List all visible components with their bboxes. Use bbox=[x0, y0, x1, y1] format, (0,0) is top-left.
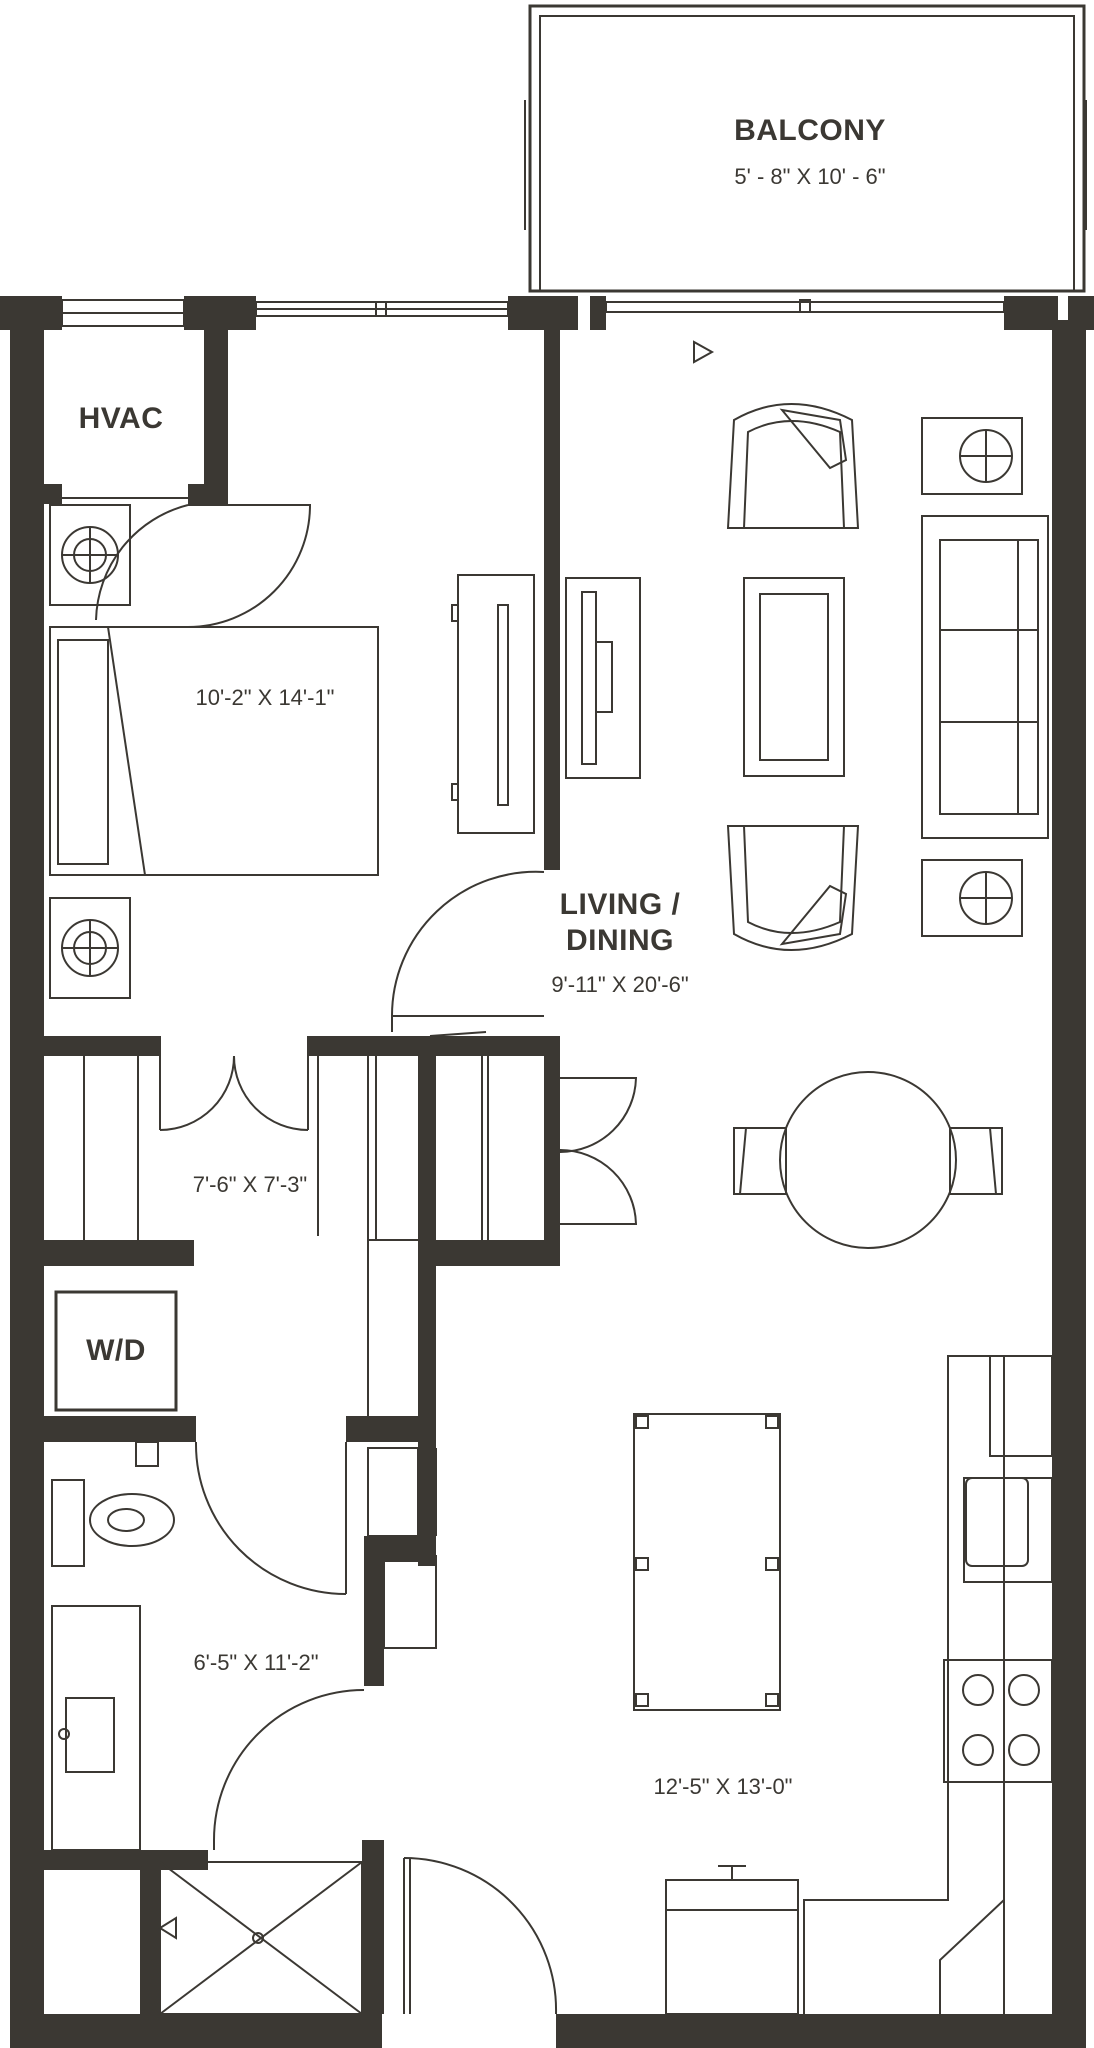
hvac-room bbox=[49, 497, 312, 628]
balcony-name: BALCONY bbox=[734, 114, 886, 147]
hvac-name: HVAC bbox=[79, 402, 164, 435]
living-name-line1: LIVING / bbox=[560, 888, 681, 921]
bath bbox=[51, 1447, 437, 2015]
bedroom bbox=[49, 574, 545, 1032]
living-dimensions: 9'-11" X 20'-6" bbox=[551, 972, 688, 997]
closet-dimensions: 7'-6" X 7'-3" bbox=[193, 1172, 308, 1197]
living-name-line2: DINING bbox=[566, 924, 674, 957]
kitchen bbox=[403, 1355, 1053, 2015]
windows bbox=[61, 299, 1005, 327]
living-dining-furniture bbox=[565, 340, 1049, 1249]
laundry bbox=[54, 1290, 347, 1595]
kitchen-dimensions: 12'-5" X 13'-0" bbox=[654, 1774, 793, 1799]
balcony bbox=[524, 4, 1087, 293]
balcony-dimensions: 5' - 8" X 10' - 6" bbox=[734, 164, 885, 189]
bedroom-dimensions: 10'-2" X 14'-1" bbox=[196, 685, 335, 710]
closets bbox=[83, 1031, 638, 1416]
laundry-name: W/D bbox=[86, 1334, 146, 1367]
bath-dimensions: 6'-5" X 11'-2" bbox=[193, 1650, 318, 1675]
room-labels: BALCONY 5' - 8" X 10' - 6" HVAC 10'-2" X… bbox=[79, 114, 886, 1799]
walls bbox=[0, 296, 1094, 2048]
